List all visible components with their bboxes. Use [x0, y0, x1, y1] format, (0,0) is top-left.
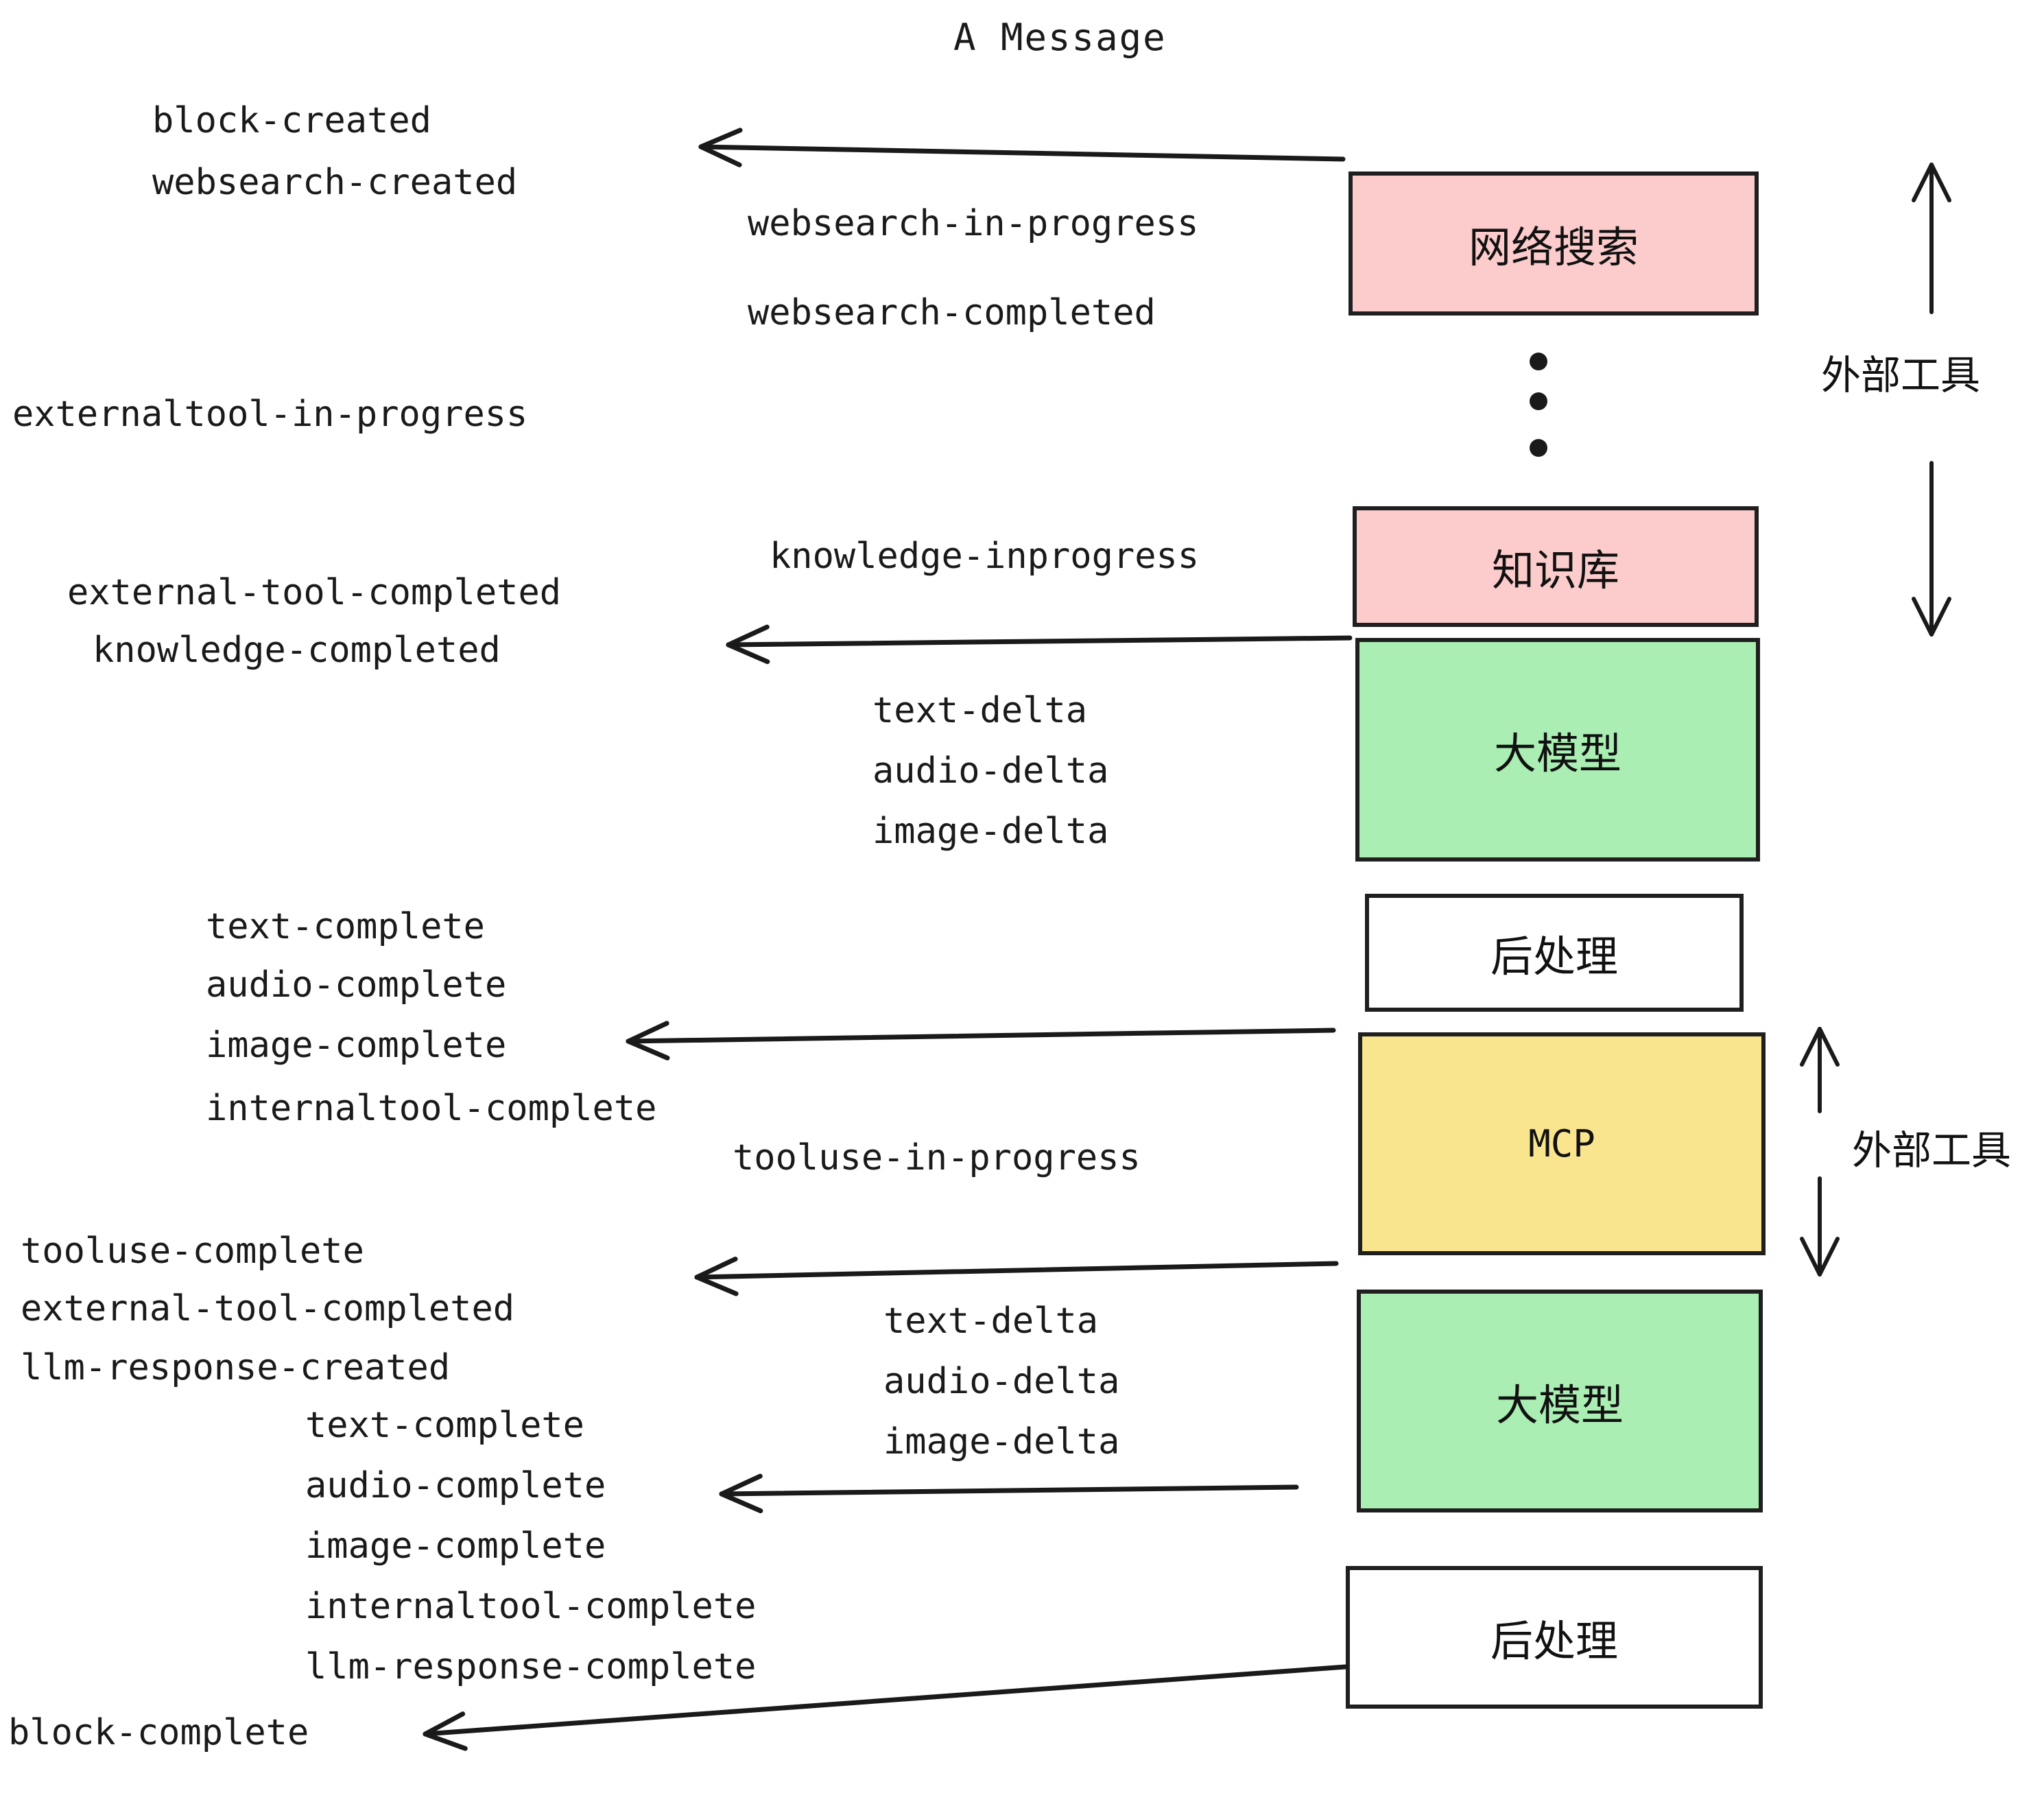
event-label-tooluse-in-progress: tooluse-in-progress	[733, 1137, 1141, 1178]
event-label-knowledge-inprogress: knowledge-inprogress	[770, 536, 1200, 577]
node-box-label: MCP	[1528, 1122, 1595, 1165]
ellipsis-dot-3-icon	[1530, 439, 1547, 457]
ellipsis-dot-2-icon	[1530, 392, 1547, 410]
side-label-external-tools-bottom: 外部工具	[1852, 1127, 2012, 1174]
event-label-knowledge-completed: knowledge-completed	[93, 630, 501, 671]
event-label-image-delta-1: image-delta	[872, 811, 1109, 852]
event-label-externaltool-in-progress: externaltool-in-progress	[12, 394, 528, 435]
node-box-llm-top: 大模型	[1355, 638, 1760, 862]
event-label-image-delta-2: image-delta	[883, 1421, 1120, 1462]
event-label-block-complete: block-complete	[8, 1712, 309, 1753]
node-box-label: 后处理	[1490, 931, 1618, 982]
node-box-post-top: 后处理	[1365, 894, 1744, 1012]
event-label-audio-delta-1: audio-delta	[872, 750, 1109, 792]
node-box-label: 大模型	[1493, 728, 1621, 779]
arrow-image-complete	[626, 1021, 1336, 1060]
arrow-audio-complete	[719, 1473, 1299, 1514]
node-box-label: 网络搜索	[1468, 222, 1639, 272]
node-box-label: 大模型	[1495, 1379, 1624, 1430]
event-label-block-created: block-created	[152, 100, 431, 141]
event-label-audio-complete-1: audio-complete	[206, 964, 507, 1006]
external-tools-arrow-up-top	[1912, 163, 1951, 314]
node-box-mcp: MCP	[1358, 1032, 1766, 1255]
arrow-block-created	[698, 128, 1346, 167]
arrow-knowledge	[726, 624, 1353, 665]
ellipsis-dot-1-icon	[1530, 353, 1547, 370]
event-label-image-complete-1: image-complete	[206, 1025, 507, 1066]
side-label-external-tools-top: 外部工具	[1821, 352, 1981, 399]
node-box-websearch: 网络搜索	[1348, 171, 1759, 316]
node-box-label: 后处理	[1490, 1616, 1618, 1666]
event-label-internaltool-complete-1: internaltool-complete	[206, 1088, 657, 1129]
event-label-llm-response-created: llm-response-created	[21, 1347, 451, 1388]
event-label-audio-complete-2: audio-complete	[305, 1465, 606, 1506]
event-label-websearch-created: websearch-created	[152, 162, 518, 203]
node-box-label: 知识库	[1491, 545, 1619, 595]
event-label-websearch-completed: websearch-completed	[748, 292, 1156, 333]
event-label-text-delta-2: text-delta	[883, 1301, 1099, 1342]
node-box-llm-bottom: 大模型	[1357, 1290, 1763, 1512]
event-label-llm-response-complete: llm-response-complete	[305, 1646, 757, 1687]
arrow-tooluse-complete	[694, 1257, 1339, 1296]
external-tools-arrow-up-bottom	[1800, 1027, 1840, 1113]
event-label-image-complete-2: image-complete	[305, 1526, 606, 1567]
node-box-post-bottom: 后处理	[1346, 1566, 1763, 1709]
event-label-tooluse-complete: tooluse-complete	[21, 1231, 364, 1272]
event-label-text-delta-1: text-delta	[872, 690, 1088, 731]
event-label-audio-delta-2: audio-delta	[883, 1361, 1120, 1402]
event-label-websearch-in-progress: websearch-in-progress	[748, 203, 1199, 244]
event-label-external-tool-completed-2: external-tool-completed	[21, 1288, 515, 1329]
page-title: A Message	[953, 16, 1167, 59]
node-box-knowledge: 知识库	[1353, 506, 1759, 627]
event-label-text-complete-1: text-complete	[206, 906, 485, 947]
event-label-internaltool-complete-2: internaltool-complete	[305, 1586, 757, 1627]
event-label-text-complete-2: text-complete	[305, 1405, 584, 1446]
external-tools-arrow-down-top	[1912, 461, 1951, 637]
external-tools-arrow-down-bottom	[1800, 1176, 1840, 1277]
event-label-external-tool-completed-1: external-tool-completed	[67, 572, 562, 613]
